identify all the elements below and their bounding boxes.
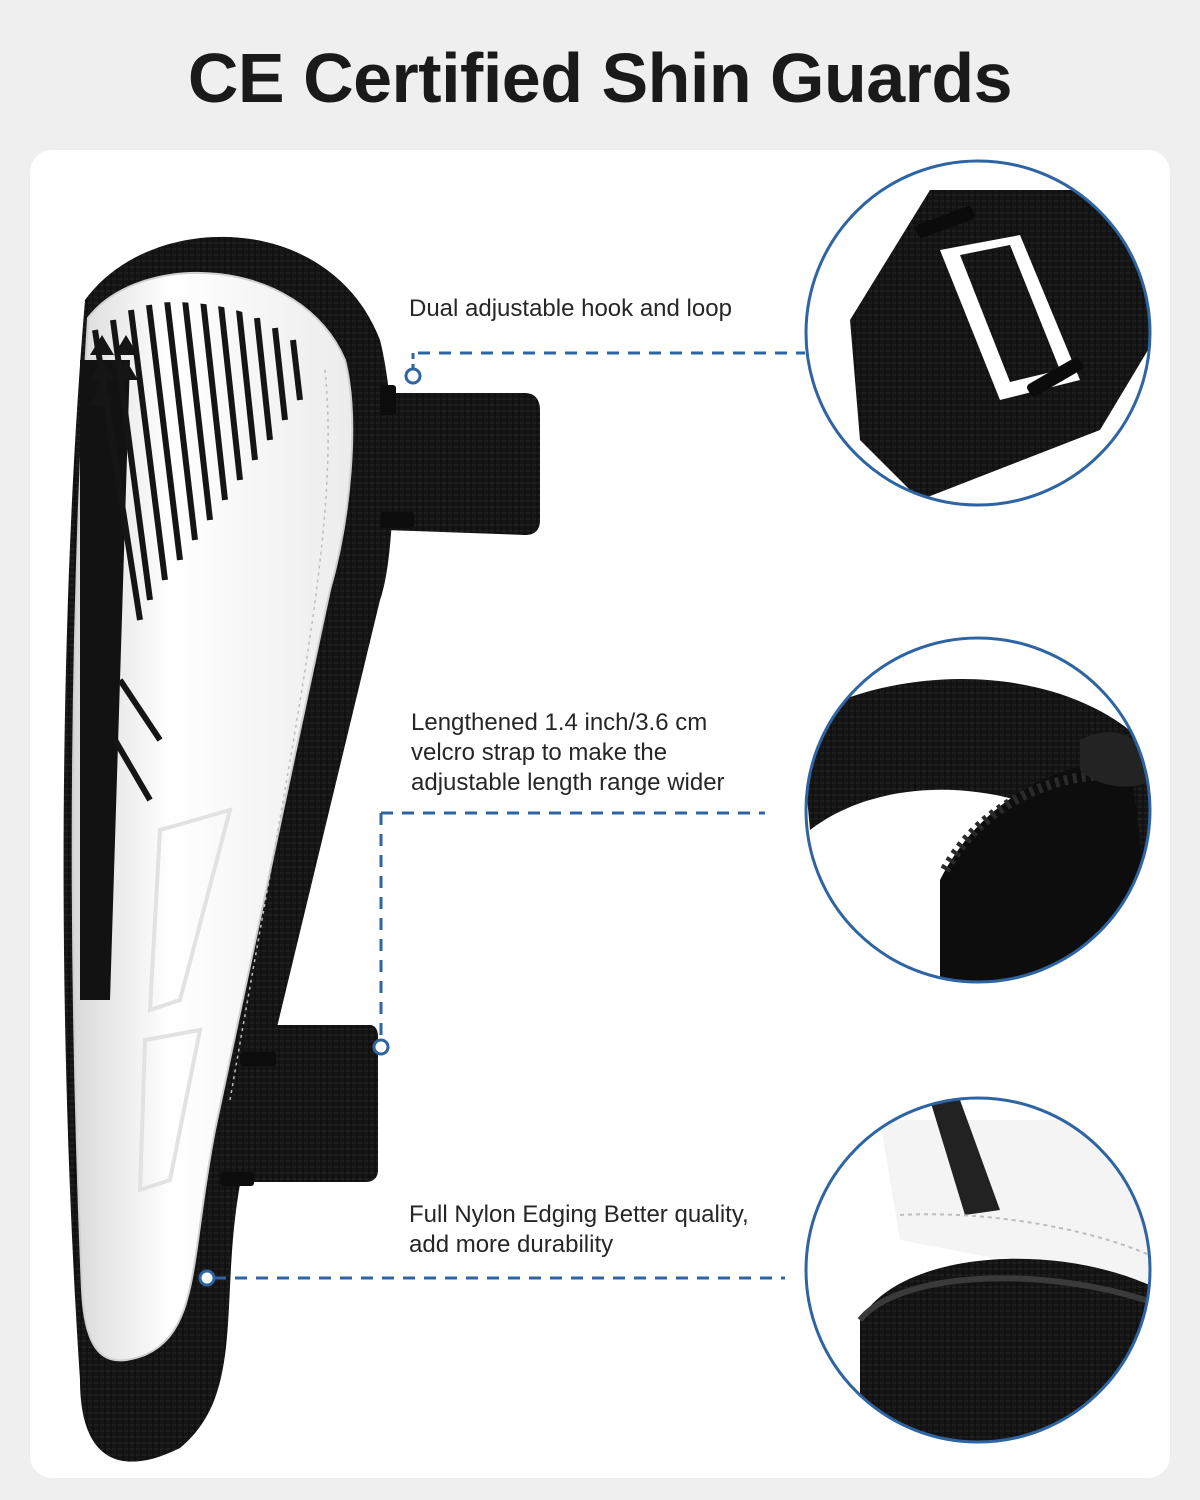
connector-line-velcro <box>372 811 765 1056</box>
callout-velcro-strap-line-3: adjustable length range wider <box>411 769 725 796</box>
detail-circle-velcro <box>804 636 1152 984</box>
callout-nylon-edging-line-1: Full Nylon Edging Better quality, <box>409 1201 749 1228</box>
callout-nylon-edging: Full Nylon Edging Better quality, add mo… <box>409 1200 749 1260</box>
page-title: CE Certified Shin Guards <box>187 39 1013 117</box>
shin-guard <box>63 236 394 1462</box>
detail-circle-hook-loop <box>804 159 1152 507</box>
callout-hook-loop: Dual adjustable hook and loop <box>409 294 732 324</box>
connector-line-edging <box>198 1269 785 1287</box>
lower-strap <box>220 1025 378 1186</box>
upper-strap <box>380 385 540 535</box>
callout-velcro-strap-line-2: velcro strap to make the <box>411 739 668 766</box>
callout-velcro-strap-line-1: Lengthened 1.4 inch/3.6 cm <box>411 709 708 736</box>
detail-circle-nylon-edging <box>804 1096 1152 1444</box>
connector-line-strap <box>404 351 805 385</box>
callout-velcro-strap: Lengthened 1.4 inch/3.6 cm velcro strap … <box>411 708 725 798</box>
callout-hook-loop-line-1: Dual adjustable hook and loop <box>409 295 732 322</box>
callout-nylon-edging-line-2: add more durability <box>409 1231 614 1258</box>
